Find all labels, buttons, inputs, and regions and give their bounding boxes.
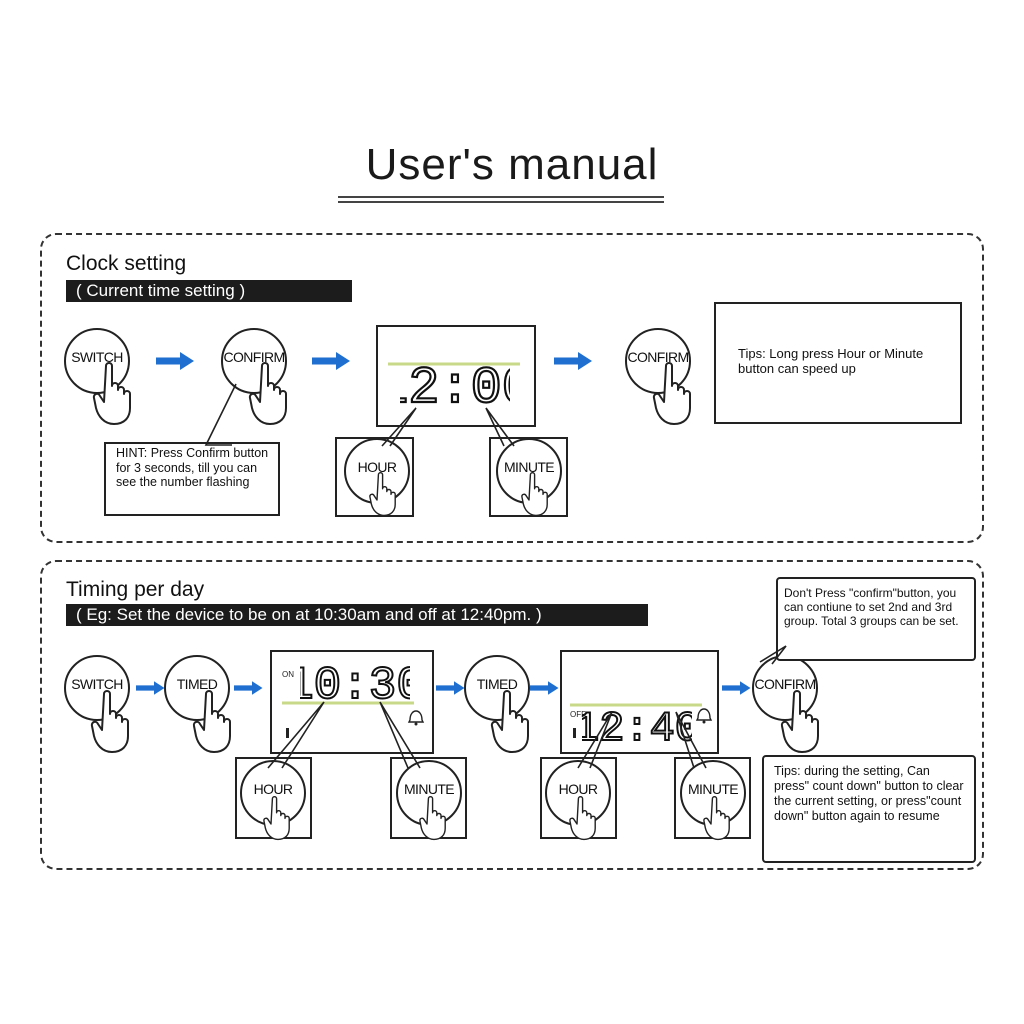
switch-timing-label: SWITCH bbox=[71, 676, 123, 692]
confirm-button-timing[interactable]: CONFIRM bbox=[752, 655, 818, 721]
switch-button[interactable]: SWITCH bbox=[64, 328, 130, 394]
timing-tips-box bbox=[762, 755, 976, 863]
lcd-on-digits: 10:30 bbox=[285, 659, 425, 713]
lcd-digits: 12:00 bbox=[376, 358, 534, 419]
timed2-label: TIMED bbox=[476, 676, 518, 692]
clock-tips-text: Tips: Long press Hour or Minute button c… bbox=[738, 346, 924, 376]
hint-text: HINT: Press Confirm button for 3 seconds… bbox=[116, 446, 269, 489]
hour-on-label: HOUR bbox=[253, 781, 293, 797]
hour-button-off[interactable]: HOUR bbox=[545, 760, 611, 826]
minute-button-off[interactable]: MINUTE bbox=[680, 760, 746, 826]
title-underline bbox=[338, 196, 664, 203]
svg-text:10:30: 10:30 bbox=[300, 660, 410, 706]
timing-tips-text: Tips: during the setting, Can press" cou… bbox=[774, 764, 964, 823]
hour-label: HOUR bbox=[357, 459, 397, 475]
minute-button[interactable]: MINUTE bbox=[496, 438, 562, 504]
minute-off-label: MINUTE bbox=[687, 781, 739, 797]
clock-section-title: Clock setting bbox=[66, 252, 187, 275]
hour-button[interactable]: HOUR bbox=[344, 438, 410, 504]
hour-off-label: HOUR bbox=[558, 781, 598, 797]
confirm-timing-label: CONFIRM bbox=[754, 676, 816, 692]
on-label: ON bbox=[282, 670, 294, 679]
note-top-text: Don't Press "confirm"button, you can con… bbox=[784, 586, 959, 628]
timing-section bbox=[40, 560, 984, 870]
on-time-digits: 10:30 bbox=[285, 656, 425, 713]
clock-display-time: 12:00 bbox=[376, 350, 534, 419]
switch-button-timing[interactable]: SWITCH bbox=[64, 655, 130, 721]
lcd-off-digits: 12:40 bbox=[573, 704, 701, 754]
page-title: User's manual bbox=[365, 140, 659, 189]
clock-section bbox=[40, 233, 984, 543]
timed-button-2[interactable]: TIMED bbox=[464, 655, 530, 721]
switch-label: SWITCH bbox=[71, 349, 123, 365]
hour-button-on[interactable]: HOUR bbox=[240, 760, 306, 826]
minute-button-on[interactable]: MINUTE bbox=[396, 760, 462, 826]
minute-on-label: MINUTE bbox=[403, 781, 455, 797]
confirm-final-label: CONFIRM bbox=[627, 349, 689, 365]
confirm-label: CONFIRM bbox=[223, 349, 285, 365]
hint-box bbox=[104, 442, 280, 516]
minute-label: MINUTE bbox=[503, 459, 555, 475]
timing-subtitle-bar: ( Eg: Set the device to be on at 10:30am… bbox=[66, 604, 648, 626]
timed-label: TIMED bbox=[176, 676, 218, 692]
note-top-box bbox=[776, 577, 976, 661]
svg-text:12:40: 12:40 bbox=[582, 705, 692, 746]
confirm-button[interactable]: CONFIRM bbox=[221, 328, 287, 394]
clock-tips-box bbox=[714, 302, 962, 424]
off-time-digits: 12:40 bbox=[573, 700, 701, 754]
svg-text:12:00: 12:00 bbox=[400, 359, 510, 410]
confirm-button-final[interactable]: CONFIRM bbox=[625, 328, 691, 394]
timing-section-title: Timing per day bbox=[66, 578, 205, 601]
timed-button[interactable]: TIMED bbox=[164, 655, 230, 721]
clock-subtitle-bar: ( Current time setting ) bbox=[66, 280, 352, 302]
